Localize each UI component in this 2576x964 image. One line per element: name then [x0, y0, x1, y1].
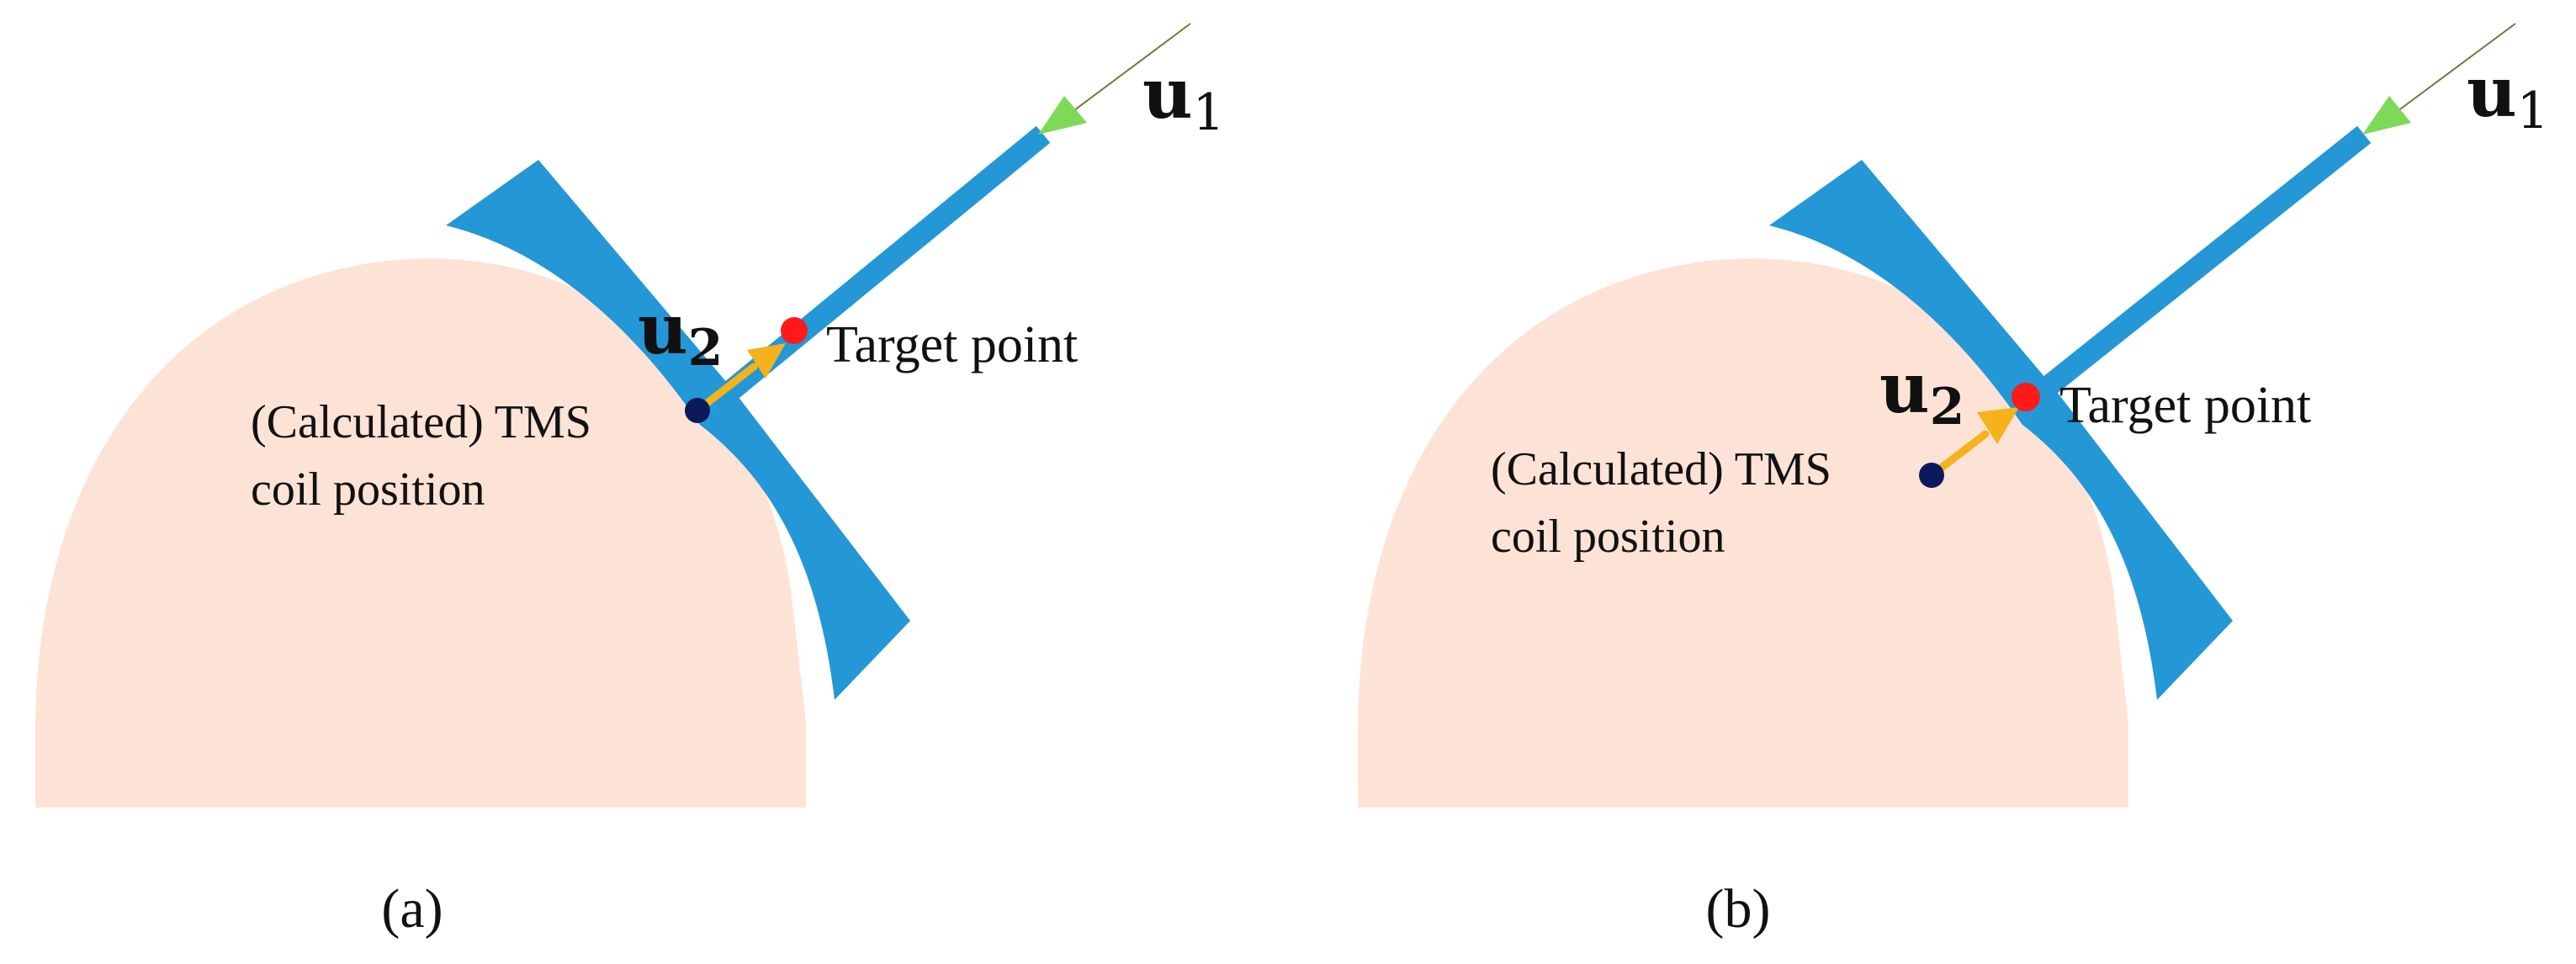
panel-caption: (a): [381, 878, 443, 940]
coil-upper-wing: [446, 160, 732, 425]
coil-position-label-line1: (Calculated) TMS: [1491, 443, 1831, 495]
u1-direction-line: [1063, 23, 1191, 119]
head-shape: [1358, 258, 2128, 808]
coil-lower-wing: [700, 389, 910, 700]
target-point-label: Target point: [826, 316, 1078, 373]
coil-upper-wing: [1769, 160, 2054, 425]
u1-label: u1: [2467, 52, 2549, 140]
u2-arrow-icon: [747, 343, 786, 379]
target-point-dot: [781, 317, 808, 344]
panel-caption: (b): [1706, 878, 1771, 940]
u1-direction-line: [2390, 23, 2516, 117]
panel-b: u1 u2 Target point (Calculated) TMS coil…: [1358, 23, 2549, 940]
u1-arrow-icon: [2362, 96, 2411, 135]
coil-position-label-line1: (Calculated) TMS: [251, 396, 591, 448]
coil-position-dot: [685, 398, 710, 423]
coil-lower-wing: [2022, 389, 2233, 700]
u2-label: u2: [638, 289, 723, 378]
coil-position-label-line2: coil position: [251, 463, 485, 516]
u2-arrow-icon: [1977, 407, 2019, 444]
head-shape: [35, 258, 806, 808]
target-point-dot: [2012, 383, 2040, 411]
coil-position-dot: [1919, 463, 1944, 488]
u1-label: u1: [1142, 54, 1225, 142]
panel-a: u1 u2 Target point (Calculated) TMS coil…: [35, 23, 1225, 940]
u1-arrow-icon: [1038, 96, 1087, 135]
target-point-label: Target point: [2059, 377, 2311, 434]
u2-label: u2: [1879, 348, 1964, 437]
coil-handle: [2023, 125, 2372, 410]
coil-position-label-line2: coil position: [1491, 511, 1725, 563]
